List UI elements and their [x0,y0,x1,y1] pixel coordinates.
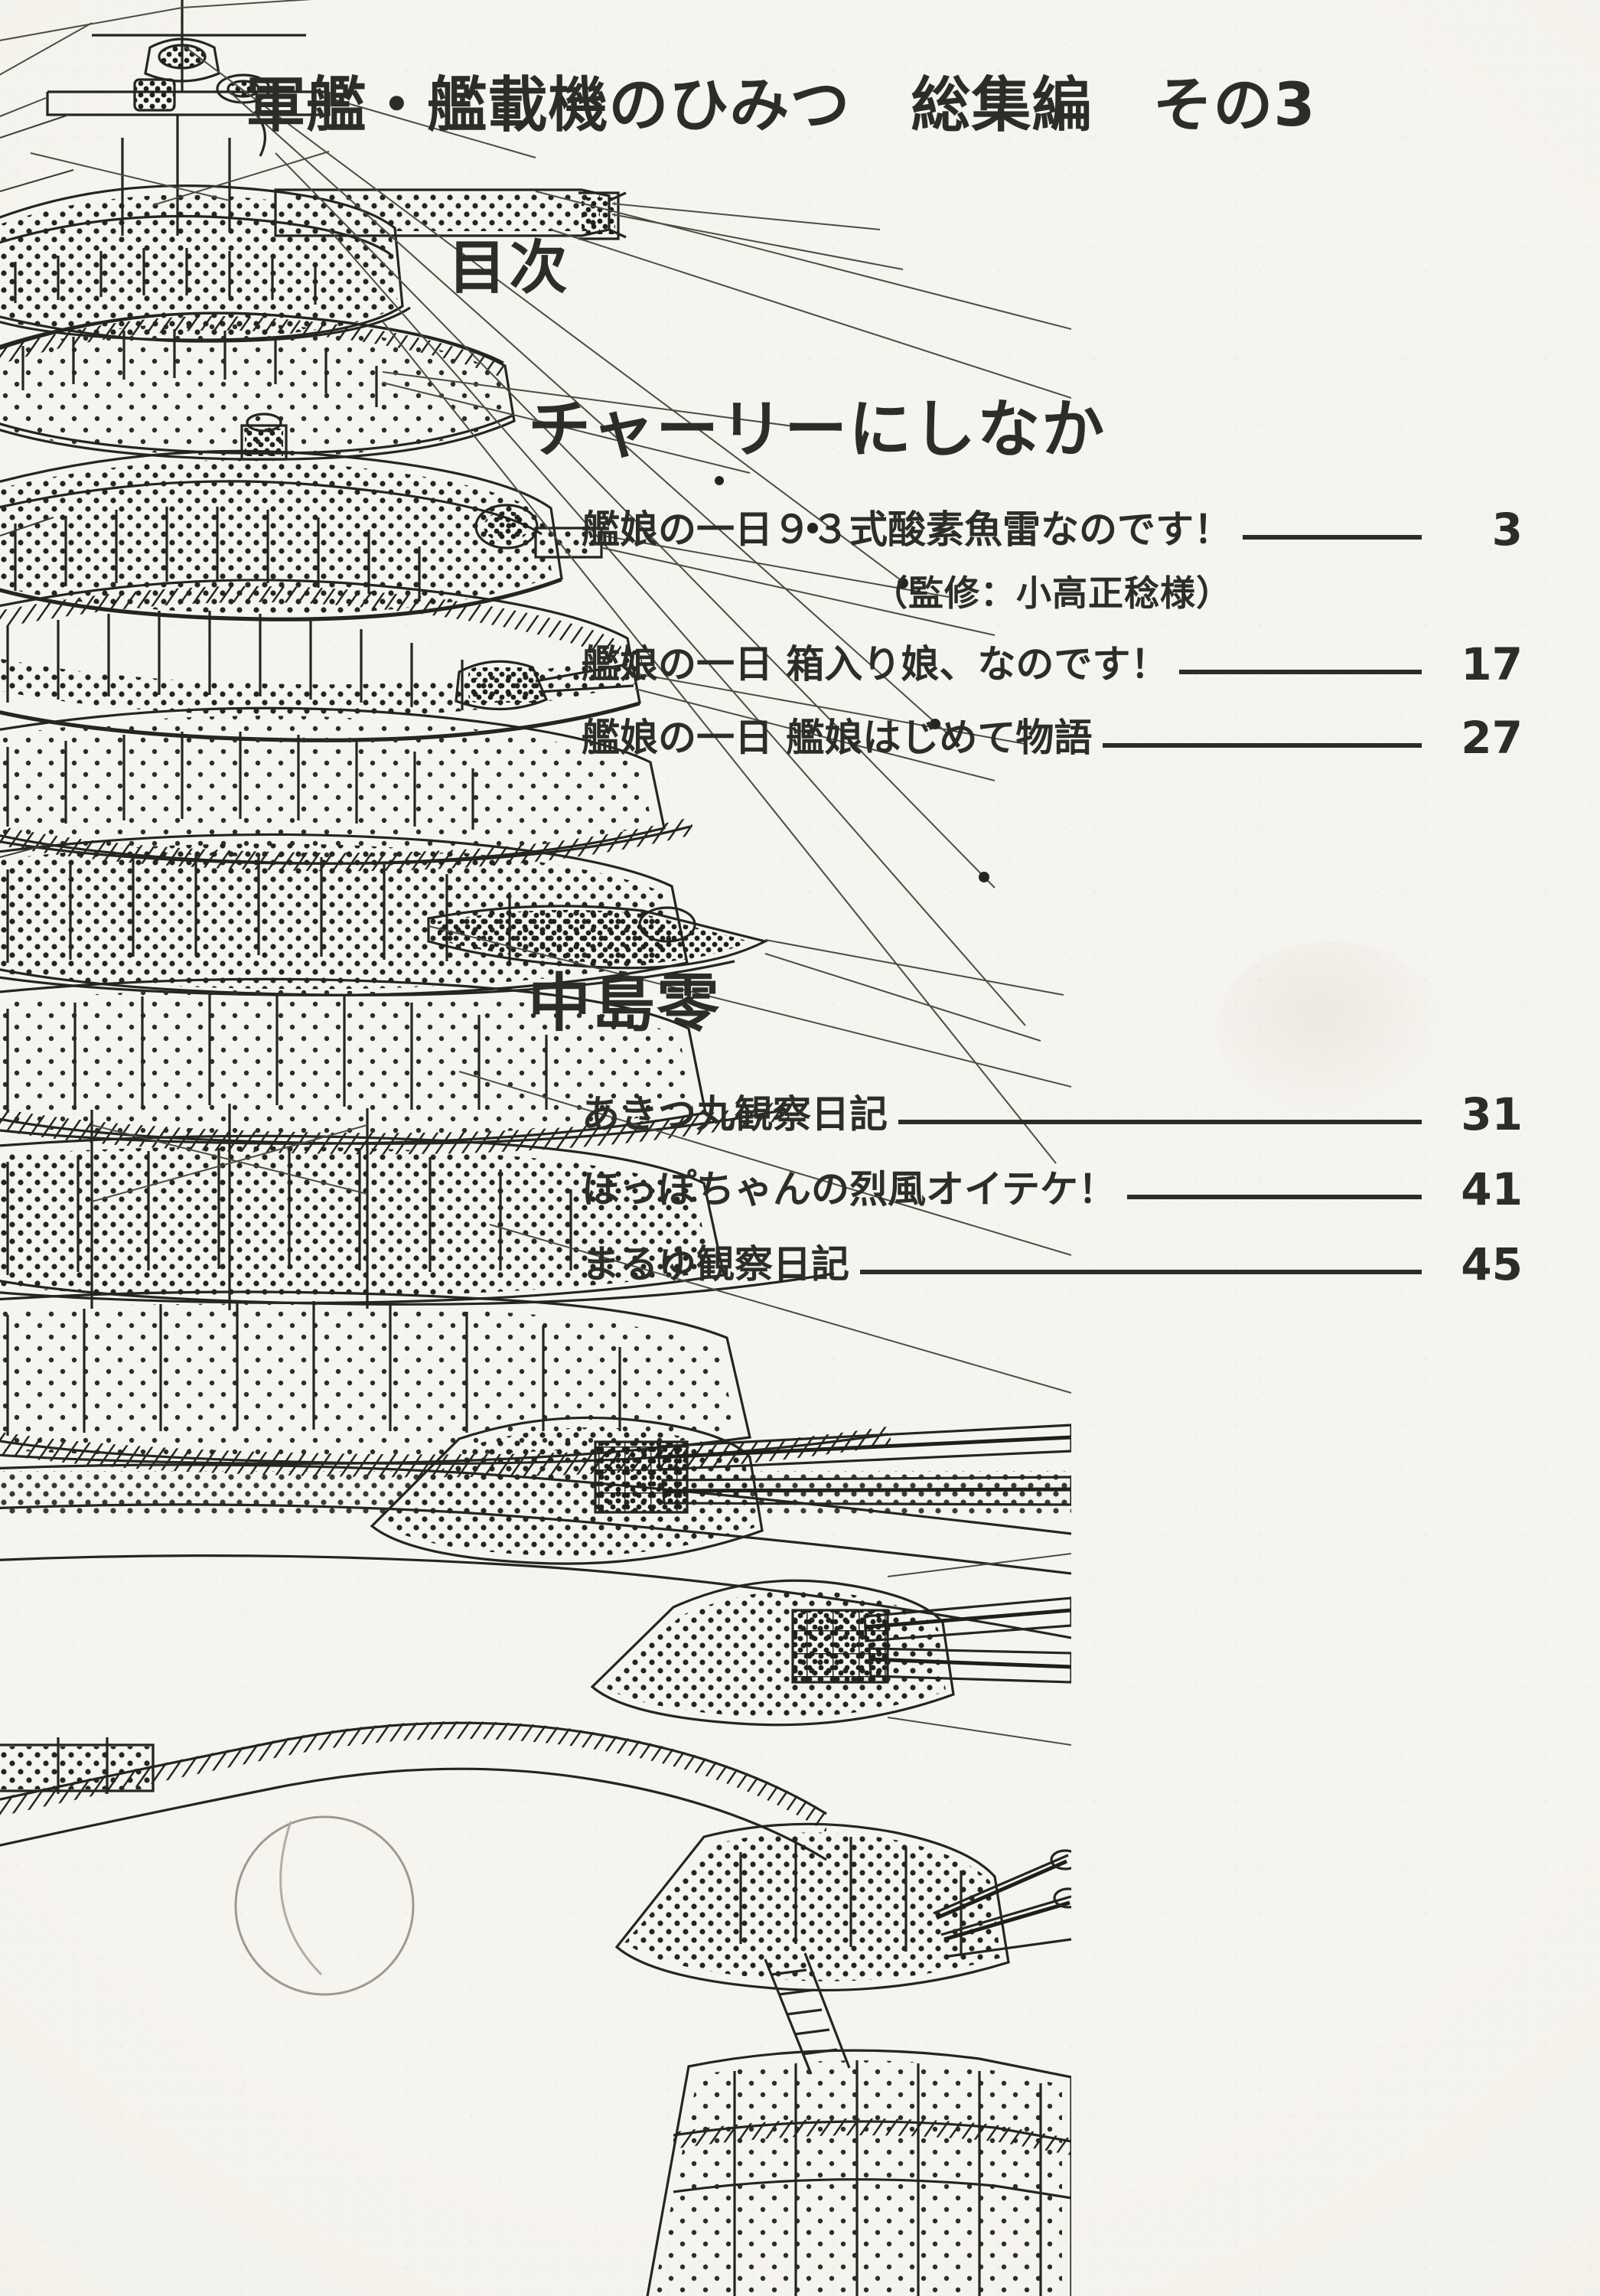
toc-entry[interactable]: 艦娘の一日９３式酸素魚雷なのです！ 3 [582,495,1523,559]
toc-entry-title: 艦娘の一日 艦娘はじめて物語 [582,716,1093,760]
toc-entry[interactable]: 艦娘の一日 艦娘はじめて物語 27 [582,694,1523,768]
author-name-1: チャーリーにしなか [528,393,1106,466]
toc-entry-page: 41 [1461,1163,1523,1215]
toc-entry-page: 31 [1461,1088,1523,1140]
toc-entry-title: 艦娘の一日 箱入り娘、なのです！ [582,642,1169,687]
toc-entry-title: 艦娘の一日９３式酸素魚雷なのです！ [582,507,1232,552]
toc-leader-line [1103,743,1422,748]
toc-leader-line [1179,670,1422,674]
author-name-2: 中島零 [528,967,722,1040]
supervisor-note: （監修：小高正稔様） [872,572,1232,614]
toc-heading: 目次 [448,233,571,302]
toc-entry-page: 3 [1491,504,1523,556]
toc-entry-page: 45 [1461,1238,1523,1290]
toc-leader-line [1243,535,1422,540]
toc-entry-title: あきつ丸観察日記 [582,1092,888,1137]
toc-entry[interactable]: まるゆ観察日記 45 [582,1219,1523,1294]
author-section-2: 中島零 あきつ丸観察日記 31 ほっぽちゃんの烈風オイテケ！ 41 まるゆ観察日… [0,952,1600,1294]
toc-entry-title: まるゆ観察日記 [582,1242,849,1287]
toc-leader-line [1127,1195,1422,1199]
toc-entry-title: ほっぽちゃんの烈風オイテケ！ [582,1167,1116,1212]
toc-leader-line [898,1120,1422,1124]
toc-entry-page: 17 [1461,638,1523,690]
toc-entry[interactable]: あきつ丸観察日記 31 [582,1069,1523,1144]
toc-entry-page: 27 [1461,712,1523,764]
toc-entry[interactable]: ほっぽちゃんの烈風オイテケ！ 41 [582,1144,1523,1219]
toc-leader-line [860,1270,1422,1274]
author-section-1: チャーリーにしなか 艦娘の一日９３式酸素魚雷なのです！ 3 （監修：小高正稔様）… [0,378,1600,768]
book-title: 軍艦・艦載機のひみつ 総集編 その3 [246,71,1316,140]
toc-entry[interactable]: 艦娘の一日 箱入り娘、なのです！ 17 [582,621,1523,694]
